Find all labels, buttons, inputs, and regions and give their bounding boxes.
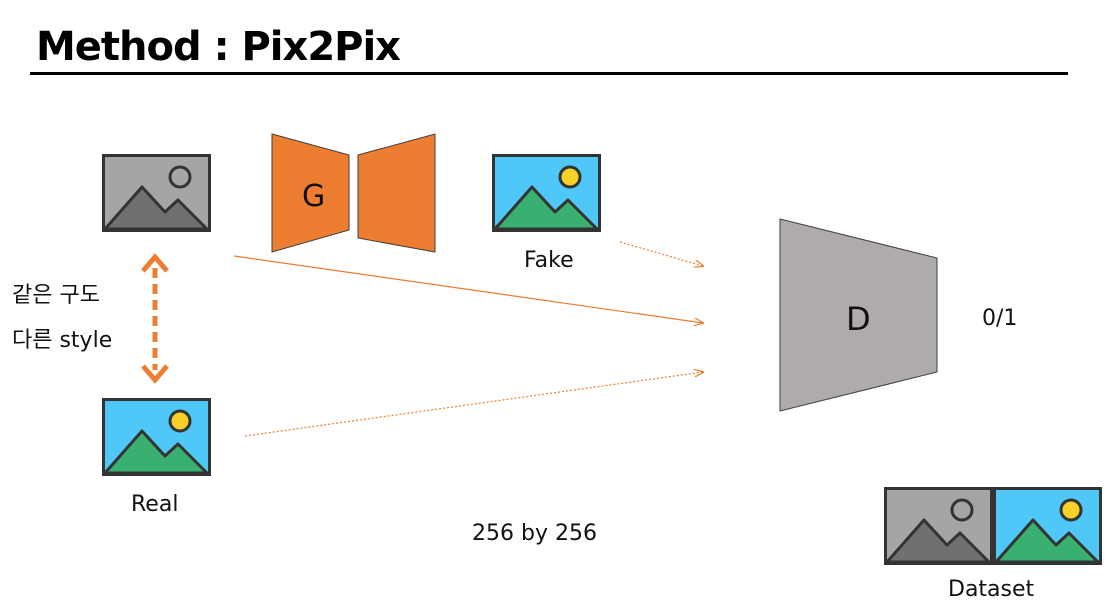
input-image-icon [102, 154, 211, 232]
fake-label: Fake [524, 248, 574, 273]
generator-decoder [357, 133, 436, 253]
different-style-label: 다른 style [12, 328, 113, 353]
slide-title: Method : Pix2Pix [36, 24, 401, 70]
fake-to-discriminator-arrow [619, 241, 703, 266]
title-divider [30, 72, 1068, 75]
pairing-double-arrow [141, 253, 169, 384]
discriminator-output-label: 0/1 [982, 306, 1018, 331]
discriminator-label: D [846, 300, 871, 338]
generator-encoder [271, 133, 350, 253]
real-to-discriminator-arrow [244, 372, 703, 437]
dataset-gray-image-icon [884, 487, 993, 565]
real-image-icon [102, 398, 211, 476]
dataset-label: Dataset [948, 577, 1035, 602]
generator-block [271, 133, 436, 253]
real-label: Real [131, 492, 179, 517]
fake-image-icon [492, 154, 601, 232]
same-composition-label: 같은 구도 [12, 283, 100, 308]
discriminator-block [779, 218, 938, 412]
resolution-label: 256 by 256 [472, 521, 597, 546]
input-to-discriminator-arrow [233, 255, 703, 323]
dataset-color-image-icon [993, 487, 1102, 565]
generator-label: G [302, 179, 326, 214]
